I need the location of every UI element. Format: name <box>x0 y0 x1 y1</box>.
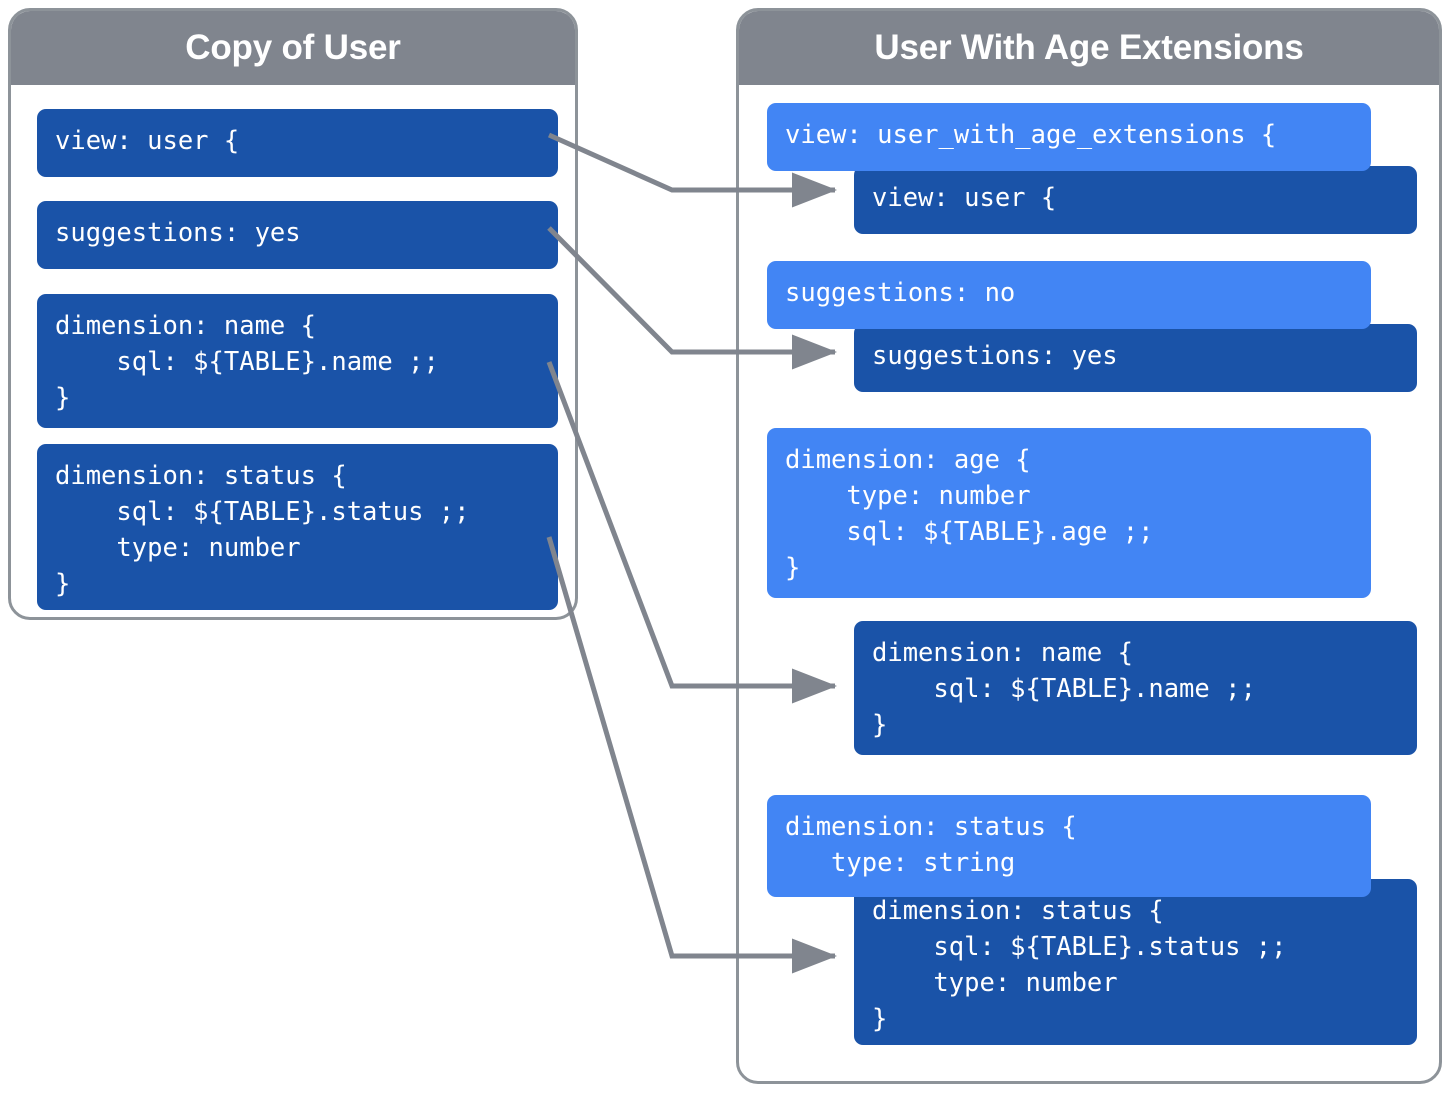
card-right-suggestions-extension: suggestions: no <box>767 261 1371 329</box>
card-left-suggestions: suggestions: yes <box>37 201 558 269</box>
card-right-suggestions-inherited: suggestions: yes <box>854 324 1417 392</box>
card-left-dimension-status: dimension: status { sql: ${TABLE}.status… <box>37 444 558 610</box>
card-right-view-extension: view: user_with_age_extensions { <box>767 103 1371 171</box>
card-right-dimension-name: dimension: name { sql: ${TABLE}.name ;; … <box>854 621 1417 755</box>
card-right-dimension-status-extension: dimension: status { type: string <box>767 795 1371 897</box>
card-left-dimension-name: dimension: name { sql: ${TABLE}.name ;; … <box>37 294 558 428</box>
card-right-dimension-status-inherited: dimension: status { sql: ${TABLE}.status… <box>854 879 1417 1045</box>
panel-left-title: Copy of User <box>11 11 575 85</box>
panel-right-title: User With Age Extensions <box>739 11 1439 85</box>
card-left-view: view: user { <box>37 109 558 177</box>
panel-user-with-age-extensions: User With Age Extensions view: user_with… <box>736 8 1442 1084</box>
panel-copy-of-user: Copy of User view: user { suggestions: y… <box>8 8 578 620</box>
card-right-view-inherited: view: user { <box>854 166 1417 234</box>
card-right-dimension-age: dimension: age { type: number sql: ${TAB… <box>767 428 1371 598</box>
